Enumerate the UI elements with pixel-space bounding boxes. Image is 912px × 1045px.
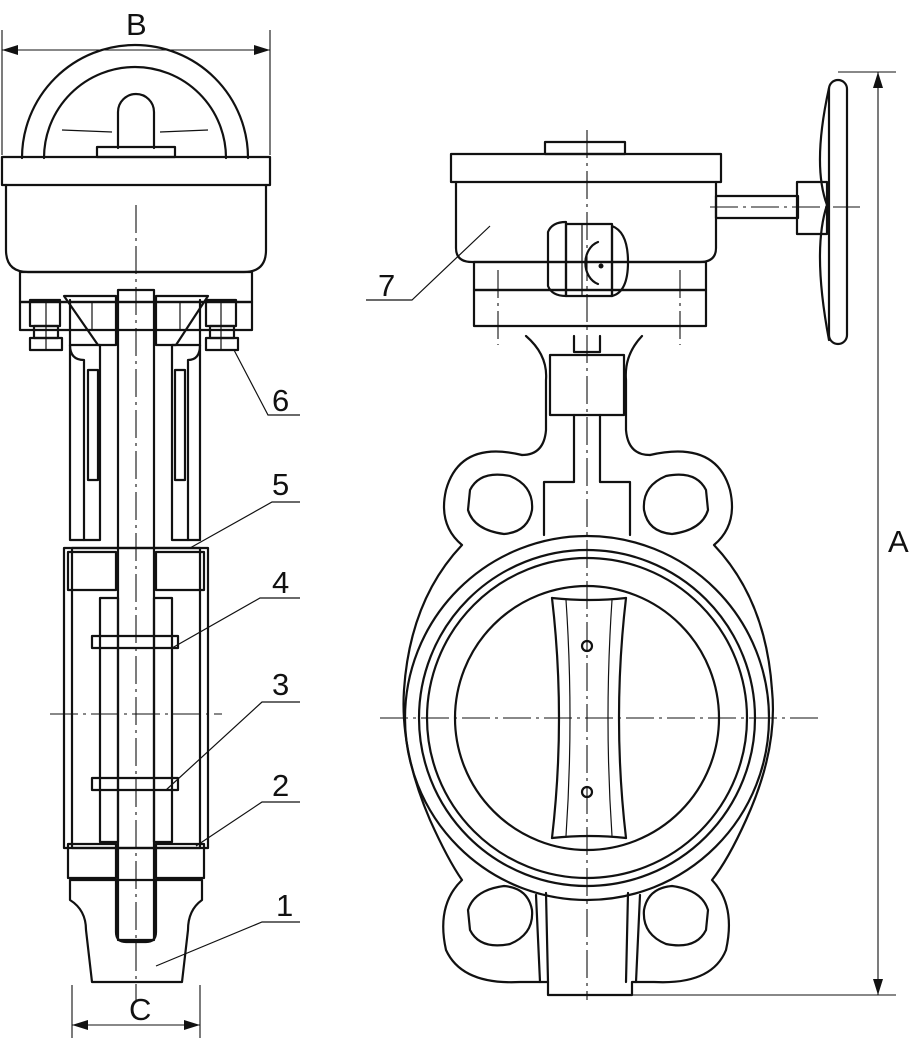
bolt-left: [28, 298, 64, 352]
dimension-label-c: C: [129, 992, 151, 1027]
callout-4: 4: [272, 565, 289, 600]
section-view: [0, 30, 300, 1038]
lug-hole-br: [642, 884, 710, 947]
bottom-boss: [68, 878, 204, 984]
callout-3: 3: [272, 667, 289, 702]
front-view: [366, 71, 896, 1000]
disc-pin-lower: [580, 785, 594, 799]
gearbox-cover: [0, 155, 272, 187]
callout-2: 2: [272, 768, 289, 803]
handwheel-front: [827, 78, 849, 346]
callout-6: 6: [272, 383, 289, 418]
bolt-right: [204, 298, 240, 352]
lug-hole-bl: [466, 884, 534, 947]
valve-body: [402, 450, 775, 997]
dimension-label-b: B: [126, 7, 147, 42]
gearbox-front: [449, 152, 723, 184]
callout-1: 1: [276, 888, 293, 923]
lug-hole-tr: [642, 473, 710, 536]
lug-hole-tl: [466, 473, 534, 536]
dimension-label-a: A: [888, 524, 909, 559]
disc-pin-upper: [580, 639, 594, 653]
handwheel-rim: [20, 43, 250, 160]
pin-lower: [90, 776, 180, 792]
pin-upper: [90, 634, 180, 650]
callout-5: 5: [272, 467, 289, 502]
callout-7: 7: [378, 268, 395, 303]
